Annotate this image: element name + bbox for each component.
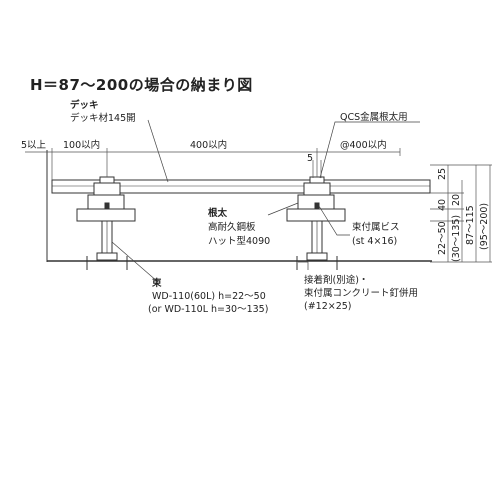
deck-leader [147, 119, 169, 183]
tsuka-line2: (or WD-110L h=30～135) [148, 304, 268, 315]
dim-v-40: 40 [437, 199, 448, 211]
joist-clip-2 [303, 182, 331, 196]
post-base-1 [96, 252, 118, 261]
screw-line2: (st 4×16) [352, 236, 397, 247]
text-labels: 5以上 100以内 400以内 @400以内 5 デッキ デッキ材145開 QC… [21, 99, 490, 315]
dim-v-25: 25 [437, 168, 448, 180]
dim-span-400: 400以内 [190, 139, 227, 151]
deck-title: デッキ [70, 99, 99, 111]
qcs-leader [319, 121, 420, 179]
deck-board [51, 179, 431, 194]
joist-cap-1 [99, 176, 115, 184]
qcs-label: QCS金属根太用 [340, 111, 408, 123]
support-unit-2 [286, 176, 346, 270]
dim-v-20: 20 [451, 194, 462, 206]
neta-line1: 高耐久鋼板 [208, 221, 256, 233]
screw-2 [314, 202, 320, 210]
tsuka-line1: WD-110(60L) h=22～50 [152, 291, 266, 302]
bracket-2 [286, 208, 346, 222]
dim-left-edge: 5以上 [21, 140, 47, 151]
bracket-1 [76, 208, 136, 222]
dim-v-87-115: 87～115 [465, 205, 476, 245]
dim-gap-5: 5 [307, 153, 313, 164]
screw-1 [104, 202, 110, 210]
support-unit-1 [76, 176, 136, 270]
screw-line1: 束付属ビス [352, 222, 400, 233]
tsuka-title: 束 [152, 277, 162, 289]
adhesive-leader [298, 261, 309, 270]
screw-leader [318, 205, 350, 236]
joist-cap-2 [309, 176, 325, 184]
neta-leader [267, 202, 299, 216]
structure [46, 150, 432, 270]
joist-clip-1 [93, 182, 121, 196]
dim-v-95-200: (95～200) [479, 203, 490, 250]
tsuka-leader [111, 241, 159, 283]
adhesive-line3: (#12×25) [304, 301, 352, 312]
dim-span-100: 100以内 [63, 139, 100, 151]
post-base-2 [306, 252, 328, 261]
dim-v-22-50: 22～50 [437, 221, 448, 255]
neta-line2: ハット型4090 [208, 236, 270, 247]
dim-v-30-135: (30～135) [451, 215, 462, 262]
drawing-title: H＝87～200の場合の納まり図 [30, 76, 253, 94]
adhesive-line2: 束付属コンクリート釘併用 [304, 287, 418, 299]
dimension-lines [25, 148, 492, 263]
leader-lines [111, 119, 420, 283]
adhesive-line1: 接着剤(別途)・ [304, 274, 368, 286]
neta-title: 根太 [208, 207, 228, 219]
deck-desc: デッキ材145開 [70, 112, 136, 124]
dim-pitch-400: @400以内 [340, 139, 387, 151]
